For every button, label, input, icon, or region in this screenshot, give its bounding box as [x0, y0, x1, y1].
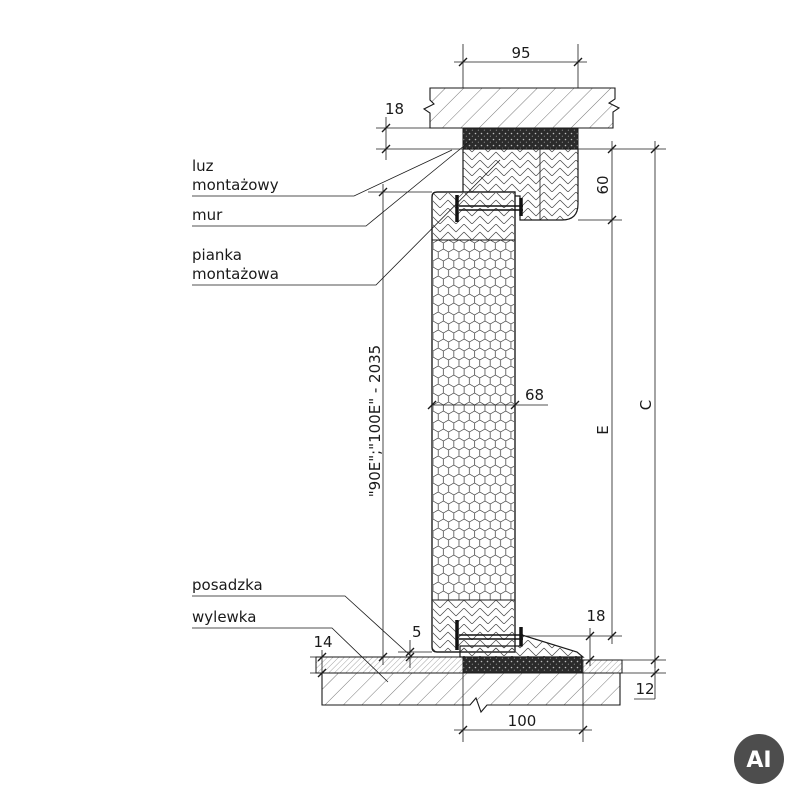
- dim-threshold-width: 100: [454, 660, 592, 742]
- dim-floor-thickness-label: 14: [313, 633, 332, 651]
- floor-finish-left: [315, 656, 464, 674]
- dim-floor-offset: 12: [620, 660, 666, 700]
- callout-luz-line1: luz: [192, 157, 214, 175]
- dim-floor-offset-label: 12: [635, 680, 654, 698]
- dim-threshold-width-label: 100: [508, 712, 537, 730]
- dim-leaf-thickness: 68: [427, 386, 548, 410]
- callout-pianka-line2: montażowa: [192, 265, 279, 283]
- ai-badge-circle: [734, 734, 784, 784]
- dim-door-height: "90E";"100E" - 2035: [366, 184, 432, 665]
- dim-frame-height-label: 60: [594, 175, 612, 194]
- mounting-foam-bottom: [462, 656, 583, 674]
- dim-threshold-height: 18: [585, 607, 606, 666]
- lintel-wall: [422, 87, 621, 129]
- dim-frame-height: 60: [578, 141, 666, 225]
- leaf-bottom-timber: [433, 600, 514, 651]
- dim-threshold-height-label: 18: [586, 607, 605, 625]
- dim-installation-gap-label: 18: [385, 100, 404, 118]
- dim-floor-gap: 5: [310, 623, 463, 668]
- callout-pianka-line1: pianka: [192, 246, 242, 264]
- callout-luz-line2: montażowy: [192, 176, 279, 194]
- door-leaf-outline: [431, 191, 516, 653]
- dim-overall-height-c: C: [622, 141, 666, 668]
- leaf-core-boundaries: [432, 239, 515, 601]
- leader-pianka-montazowa: [192, 159, 501, 286]
- dim-clear-height-e-label: E: [594, 425, 612, 434]
- dim-frame-width: 95: [454, 44, 587, 88]
- floor-screed-slab: [321, 672, 621, 714]
- leader-mur: [192, 140, 471, 227]
- mounting-foam-top: [462, 127, 579, 150]
- leaf-top-timber: [433, 193, 514, 240]
- callout-posadzka: posadzka: [192, 576, 263, 594]
- leader-wylewka: [192, 627, 389, 683]
- dim-leaf-thickness-label: 68: [525, 386, 544, 404]
- top-seal-profile: [455, 195, 523, 222]
- leader-posadzka: [192, 595, 413, 658]
- dim-floor-gap-label: 5: [412, 623, 422, 641]
- dim-door-height-label: "90E";"100E" - 2035: [366, 345, 384, 497]
- ai-badge: AI: [734, 734, 784, 784]
- dim-clear-height-e: E: [522, 220, 622, 644]
- dim-overall-height-c-label: C: [637, 400, 655, 410]
- leader-luz-montazowy: [192, 149, 453, 197]
- ai-badge-label: AI: [746, 748, 771, 773]
- bottom-seal-profile: [455, 620, 523, 650]
- callout-wylewka: wylewka: [192, 608, 256, 626]
- dim-installation-gap: 18: [376, 100, 463, 160]
- leaf-honeycomb-core: [433, 240, 514, 600]
- dim-floor-thickness: 14: [310, 633, 333, 686]
- dim-frame-width-label: 95: [511, 44, 530, 62]
- callout-mur: mur: [192, 206, 223, 224]
